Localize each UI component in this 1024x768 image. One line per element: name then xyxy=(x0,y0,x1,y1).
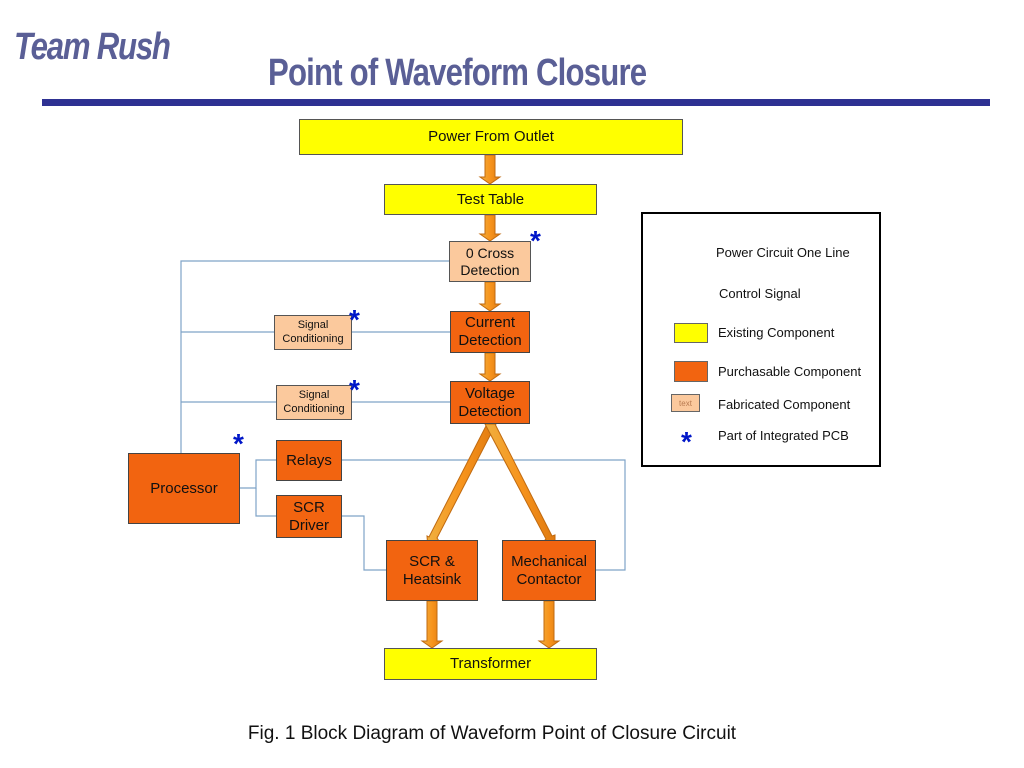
test-table-box: Test Table xyxy=(384,184,597,215)
control-signal-lines xyxy=(180,260,626,571)
legend-existing-swatch xyxy=(674,323,708,343)
power-from-outlet-box: Power From Outlet xyxy=(299,119,683,155)
transformer-box: Transformer xyxy=(384,648,597,680)
power-arrow-voltage-to-scr xyxy=(426,423,497,550)
control-line-scr-driver xyxy=(255,488,276,517)
scr-heatsink-box: SCR & Heatsink xyxy=(386,540,478,601)
relays-box: Relays xyxy=(276,440,342,481)
legend-power-line-label: Power Circuit One Line xyxy=(716,245,850,260)
page-title: Point of Waveform Closure xyxy=(268,52,647,94)
control-line-relays xyxy=(240,459,276,489)
integrated-pcb-marker-signal-cond-1: * xyxy=(349,304,360,335)
legend-existing-label: Existing Component xyxy=(718,325,835,340)
power-arrow-voltage-to-contactor xyxy=(484,423,556,550)
control-line-driver-to-scr xyxy=(342,515,386,571)
current-detection-box: Current Detection xyxy=(450,311,530,353)
integrated-pcb-marker-zero-cross: * xyxy=(530,225,541,256)
legend-integrated-pcb-label: Part of Integrated PCB xyxy=(718,428,849,443)
processor-box: Processor xyxy=(128,453,240,524)
legend-fabricated-label: Fabricated Component xyxy=(718,397,851,412)
power-arrow-contactor-to-transformer xyxy=(537,600,561,649)
legend-integrated-pcb-star-icon: * xyxy=(681,426,692,457)
legend-control-signal-label: Control Signal xyxy=(719,286,801,301)
control-line-zero-cross xyxy=(180,260,449,453)
legend-fabricated-swatch: text xyxy=(671,394,700,412)
legend-purchasable-swatch xyxy=(674,361,708,382)
power-arrow-table-to-zerocross xyxy=(478,214,502,242)
integrated-pcb-marker-signal-cond-2: * xyxy=(349,374,360,405)
power-circuit-arrows xyxy=(420,154,561,649)
title-divider xyxy=(42,99,990,106)
power-arrow-scr-to-transformer xyxy=(420,600,444,649)
legend-purchasable-label: Purchasable Component xyxy=(718,364,862,379)
mechanical-contactor-box: Mechanical Contactor xyxy=(502,540,596,601)
scr-driver-box: SCR Driver xyxy=(276,495,342,538)
power-arrow-current-to-voltage xyxy=(478,352,502,382)
brand-logo-text: Team Rush xyxy=(14,26,171,68)
diagram-legend: Power Circuit One Line Control Signal Ex… xyxy=(641,212,881,467)
power-arrow-zerocross-to-current xyxy=(478,281,502,312)
integrated-pcb-marker-processor: * xyxy=(233,428,244,459)
signal-conditioning-box-2: Signal Conditioning xyxy=(276,385,352,420)
voltage-detection-box: Voltage Detection xyxy=(450,381,530,424)
zero-cross-detection-box: 0 Cross Detection xyxy=(449,241,531,282)
figure-caption: Fig. 1 Block Diagram of Waveform Point o… xyxy=(247,723,737,744)
signal-conditioning-box-1: Signal Conditioning xyxy=(274,315,352,350)
power-arrow-outlet-to-table xyxy=(478,154,502,185)
control-line-relays-to-contactor xyxy=(342,459,626,571)
